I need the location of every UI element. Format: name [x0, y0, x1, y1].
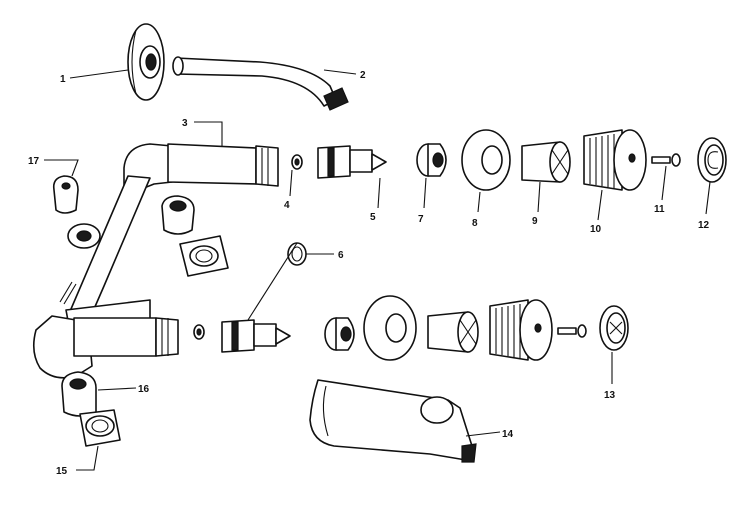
callout-9: 9	[532, 216, 538, 227]
lower-bonnet-nut	[324, 317, 355, 351]
valve-body	[32, 143, 279, 379]
part-10-handle	[583, 129, 647, 191]
part-5-stem	[317, 145, 387, 179]
part-14-tub-spout	[309, 379, 477, 463]
callout-labels: 1 2 3 4 5 6 7 8 9 10 11 12 13 14 15 16 1…	[28, 70, 710, 477]
callout-7: 7	[418, 214, 424, 225]
callout-4: 4	[284, 200, 290, 211]
callout-1: 1	[60, 74, 66, 85]
part-13-index-button	[599, 305, 629, 351]
lower-escutcheon	[363, 295, 417, 361]
callout-13: 13	[604, 390, 616, 401]
lower-sleeve	[427, 311, 479, 353]
callout-3: 3	[182, 118, 188, 129]
lower-stem	[221, 319, 291, 353]
part-1-shower-flange	[127, 23, 165, 101]
middle-nut	[179, 235, 229, 277]
part-16-coupling	[61, 371, 97, 417]
part-8-escutcheon	[461, 129, 511, 191]
part-17-cap	[52, 175, 79, 214]
lower-screw	[557, 324, 587, 338]
callout-15: 15	[56, 466, 68, 477]
lower-handle	[489, 299, 553, 361]
callout-8: 8	[472, 218, 478, 229]
callout-6: 6	[338, 250, 344, 261]
part-2-shower-arm	[172, 56, 349, 111]
callout-5: 5	[370, 212, 376, 223]
callout-12: 12	[698, 220, 710, 231]
callout-10: 10	[590, 224, 602, 235]
part-11-screw	[651, 153, 681, 167]
callout-16: 16	[138, 384, 150, 395]
lower-washer	[193, 324, 205, 340]
part-15-nut	[79, 409, 121, 447]
part-4-washer	[291, 154, 303, 170]
callout-17: 17	[28, 156, 40, 167]
middle-coupling	[161, 195, 195, 235]
part-12-index-button	[697, 137, 727, 183]
leader-lines	[44, 69, 711, 471]
callout-14: 14	[502, 429, 514, 440]
callout-2: 2	[360, 70, 366, 81]
callout-11: 11	[654, 204, 665, 215]
part-7-bonnet-nut	[416, 143, 447, 177]
part-9-sleeve	[521, 141, 571, 183]
part-6-o-ring	[287, 242, 307, 266]
